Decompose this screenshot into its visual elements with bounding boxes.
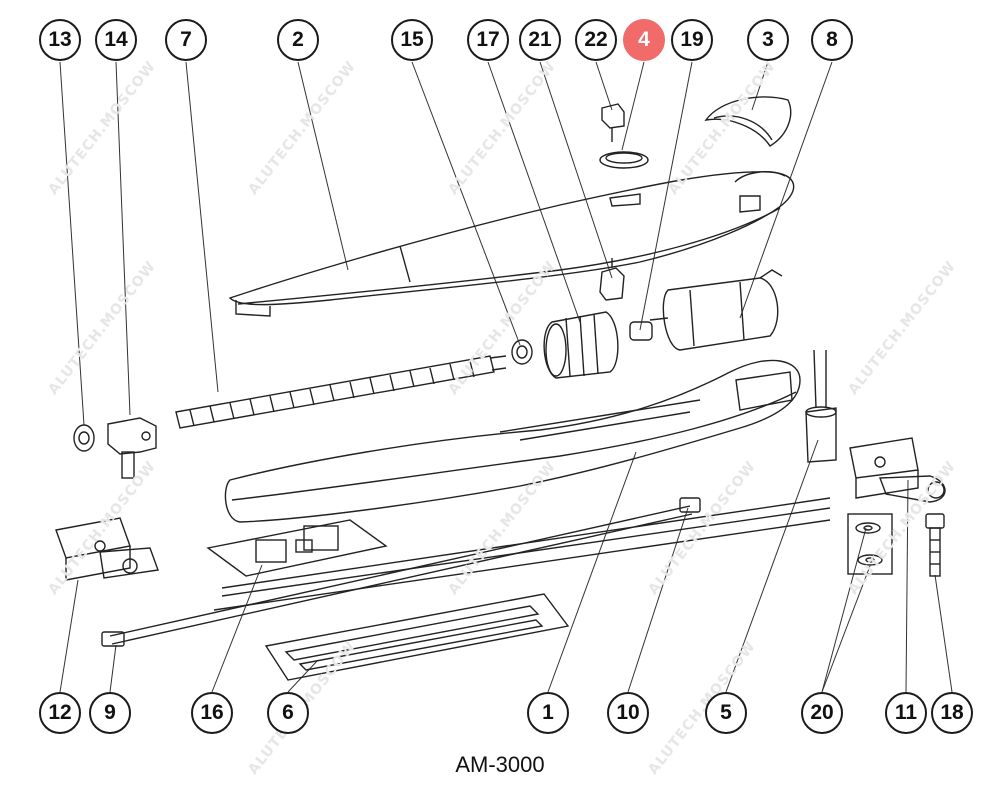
end-cap <box>704 96 792 147</box>
callout-18[interactable]: 18 <box>931 692 973 734</box>
callout-6[interactable]: 6 <box>267 692 309 734</box>
connector-10 <box>679 497 701 513</box>
callout-2[interactable]: 2 <box>277 19 319 61</box>
bearing-15 <box>511 339 533 365</box>
callout-21[interactable]: 21 <box>519 19 561 61</box>
release-cap <box>599 151 649 169</box>
front-bracket <box>107 417 157 479</box>
coupling <box>629 321 653 341</box>
motor <box>649 269 783 351</box>
bolt <box>925 513 945 577</box>
callout-22[interactable]: 22 <box>575 19 617 61</box>
model-caption: AM-3000 <box>455 752 545 777</box>
callout-5[interactable]: 5 <box>705 692 747 734</box>
key-cylinder <box>601 103 625 142</box>
callout-10[interactable]: 10 <box>607 692 649 734</box>
callout-15[interactable]: 15 <box>391 19 433 61</box>
connector-9 <box>101 631 125 647</box>
callout-7[interactable]: 7 <box>165 19 207 61</box>
upper-housing-cover <box>228 171 795 317</box>
callout-9[interactable]: 9 <box>89 692 131 734</box>
callout-17[interactable]: 17 <box>467 19 509 61</box>
callout-1[interactable]: 1 <box>527 692 569 734</box>
callout-19[interactable]: 19 <box>671 19 713 61</box>
fitting-21 <box>599 258 625 301</box>
callout-8[interactable]: 8 <box>811 19 853 61</box>
callout-11[interactable]: 11 <box>885 692 927 734</box>
control-board-tray <box>206 519 388 577</box>
guide-rail-tray <box>264 593 570 681</box>
leader-lines <box>59 61 953 693</box>
gate-bracket <box>849 437 946 503</box>
cable-rails <box>109 497 831 645</box>
callout-20[interactable]: 20 <box>801 692 843 734</box>
callout-13[interactable]: 13 <box>39 19 81 61</box>
capacitor <box>805 349 837 463</box>
callout-16[interactable]: 16 <box>191 692 233 734</box>
callout-14[interactable]: 14 <box>95 19 137 61</box>
gear-drum <box>543 311 619 379</box>
bearing-13 <box>73 424 95 452</box>
callout-12[interactable]: 12 <box>39 692 81 734</box>
worm-screw <box>175 355 507 429</box>
rear-mount-bracket <box>55 517 159 581</box>
lower-housing <box>224 359 801 523</box>
washers <box>847 513 893 575</box>
callout-3[interactable]: 3 <box>747 19 789 61</box>
callout-4-highlighted[interactable]: 4 <box>623 19 665 61</box>
